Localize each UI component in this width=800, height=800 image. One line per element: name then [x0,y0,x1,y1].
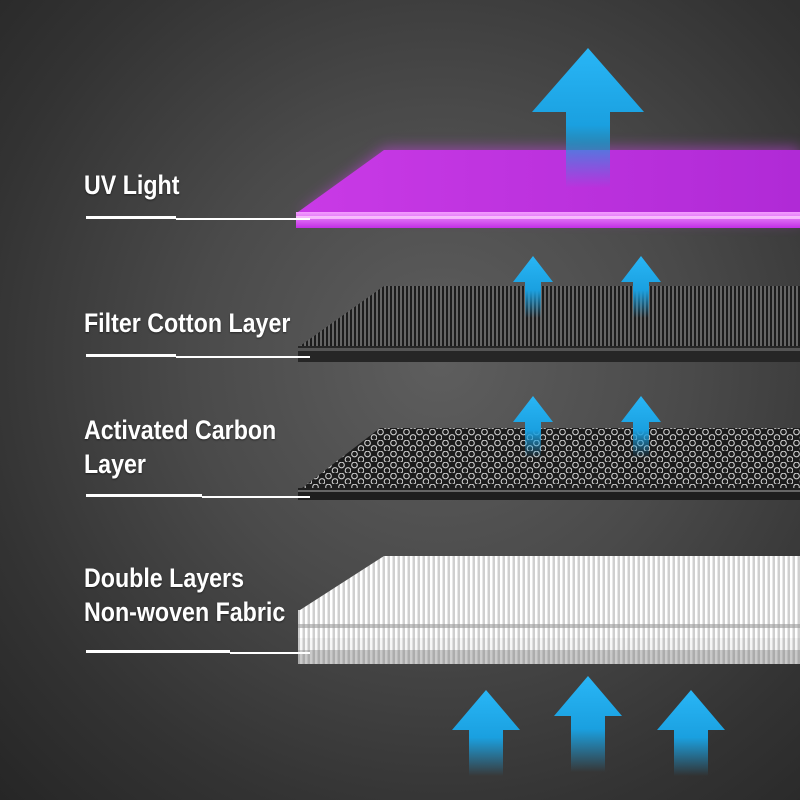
label-uv-light: UV Light [84,168,179,202]
leader-cotton-a [86,354,176,357]
activated-carbon-layer [298,428,800,500]
uv-light-layer [296,148,800,228]
leader-cotton-b [176,356,310,358]
up-arrow-icon [452,690,520,776]
leader-uv-a [86,216,176,219]
label-activated-carbon: Activated Carbon Layer [84,413,276,481]
leader-fabric-b [230,652,310,654]
label-non-woven-fabric: Double Layers Non-woven Fabric [84,561,285,629]
filter-cotton-layer [298,286,800,362]
up-arrow-icon [554,676,622,772]
leader-carbon-b [202,496,310,498]
label-filter-cotton: Filter Cotton Layer [84,306,290,340]
non-woven-fabric-layer [298,556,800,664]
leader-carbon-a [86,494,202,497]
leader-uv-b [176,218,310,220]
up-arrow-icon [657,690,725,776]
leader-fabric-a [86,650,230,653]
